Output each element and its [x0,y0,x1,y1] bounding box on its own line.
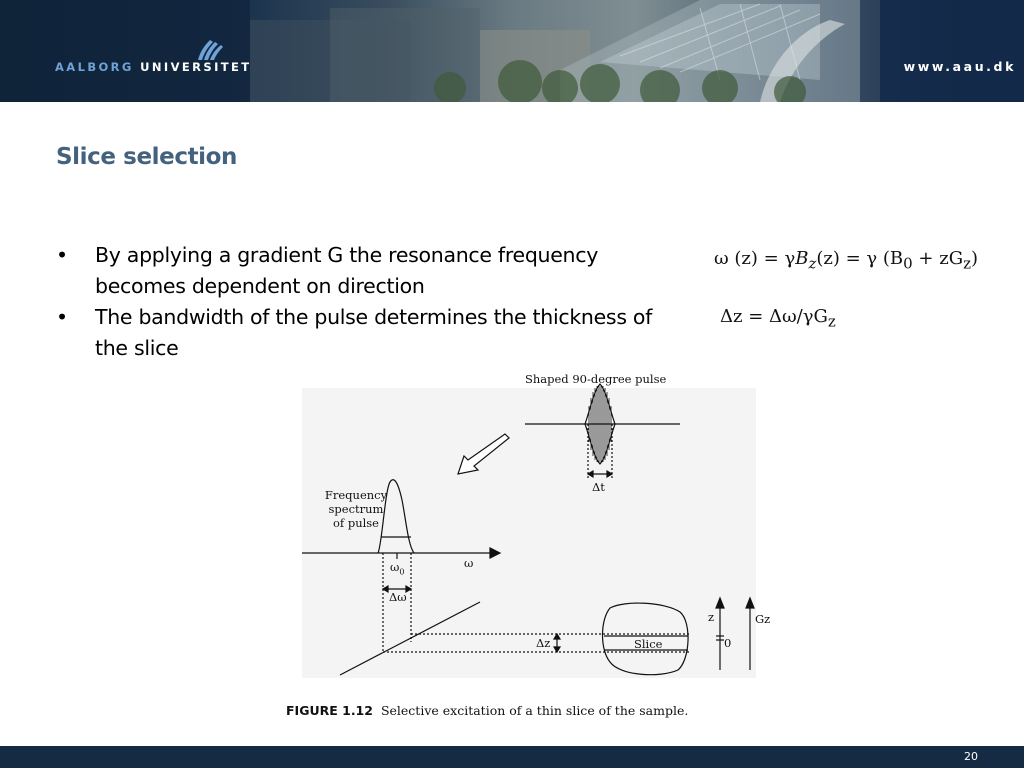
spectrum-label: Frequency spectrum of pulse [322,488,390,530]
university-logo-text: AALBORG UNIVERSITET [55,60,252,74]
spectrum-label-line: spectrum [328,502,384,516]
pulse-title: Shaped 90-degree pulse [525,372,667,386]
figure-panel [302,388,756,678]
eq2-main: Δz = Δω/γG [720,306,828,327]
spectrum-label-line: Frequency [324,488,388,502]
footer-bar: 20 [0,746,1024,768]
bullet-marker: • [56,305,68,329]
eq1-mid: (z) = γ (B [816,248,904,269]
pulse-oscillations [588,385,612,463]
eq1-tail: + zG [912,248,964,269]
omega0-symbol: ω [390,560,400,574]
eq1-b: B [795,248,809,269]
caption-text: Selective excitation of a thin slice of … [380,703,689,718]
slice-selection-figure: Shaped 90-degree pulse Δt Frequency spec… [280,370,790,720]
gz-axis-label: Gz [755,612,771,626]
spectrum-curve [377,479,415,554]
bullet-text: The bandwidth of the pulse determines th… [95,305,653,360]
eq1-b-sub: z [808,254,817,273]
omega0-label: ω0 [390,560,404,579]
figure-drawing [302,383,755,676]
delta-z-label: Δz [536,636,551,650]
eq1-close: ) [971,248,979,269]
gradient-line [339,601,481,676]
page-number: 20 [964,750,978,763]
spectrum-label-line: of pulse [333,516,379,530]
campus-photo [0,0,1024,102]
eq2-sub: z [827,312,836,331]
eq1-lhs: ω (z) = γ [714,248,796,269]
bullet-text: By applying a gradient G the resonance f… [95,243,599,298]
slice-thickness-equation: Δz = Δω/γGz [720,306,836,331]
aau-waves-logo-icon [198,40,223,60]
gz-axis-arrowhead [745,596,755,609]
eq1-b0-sub: 0 [903,254,913,273]
zero-label: 0 [724,636,732,650]
bullet-item: • By applying a gradient G the resonance… [56,240,686,302]
bullet-marker: • [56,243,68,267]
omega0-subscript: 0 [399,567,405,577]
header-banner: AALBORG UNIVERSITET www.aau.dk [0,0,1024,102]
slide-title: Slice selection [56,144,238,170]
logo-word-universitet: UNIVERSITET [140,60,252,74]
website-url: www.aau.dk [903,59,1016,74]
z-axis-arrowhead [715,596,725,609]
logo-word-aalborg: AALBORG [55,60,134,74]
figure-caption: FIGURE 1.12 Selective excitation of a th… [286,703,688,718]
slice-label: Slice [634,637,663,651]
z-axis-label: z [708,610,715,624]
delta-t-label: Δt [592,480,605,494]
omega-axis-arrowhead [489,547,502,559]
bullet-item: • The bandwidth of the pulse determines … [56,302,686,364]
diagonal-arrow-icon [457,433,510,475]
delta-omega-label: Δω [389,590,407,604]
bullet-list: • By applying a gradient G the resonance… [56,240,686,364]
sample-outline [601,602,689,676]
caption-label: FIGURE 1.12 [286,703,373,718]
eq1-gz-sub: z [963,254,971,273]
resonance-equation: ω (z) = γBz(z) = γ (B0 + zGz) [714,248,978,273]
omega-axis-label: ω [464,556,474,570]
